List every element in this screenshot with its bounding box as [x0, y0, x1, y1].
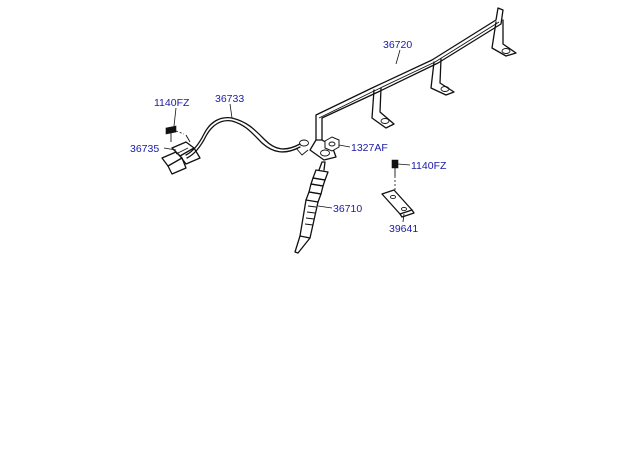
- label-36735: 36735: [130, 143, 159, 155]
- glow-plug-36710: [294, 161, 329, 254]
- label-36710: 36710: [333, 203, 362, 215]
- label-36720: 36720: [383, 39, 412, 51]
- bolt-1140FZ-left: [165, 125, 185, 142]
- bracket-39641: [381, 189, 415, 218]
- wiring-harness-36733: [185, 116, 309, 159]
- leader-lines: [163, 49, 411, 223]
- connector-36735: [161, 134, 201, 175]
- bolt-1140FZ-right: [391, 159, 399, 192]
- nut-1327AF: [324, 136, 340, 152]
- label-1140FZ-right: 1140FZ: [411, 160, 447, 172]
- callout-labels: 36720 1140FZ 36733 36735 1327AF 1140FZ 3…: [130, 39, 447, 235]
- label-1140FZ-left: 1140FZ: [154, 97, 190, 109]
- label-1327AF: 1327AF: [351, 142, 388, 154]
- glow-plug-plate-36720: [309, 7, 517, 161]
- label-39641: 39641: [389, 223, 418, 235]
- label-36733: 36733: [215, 93, 244, 105]
